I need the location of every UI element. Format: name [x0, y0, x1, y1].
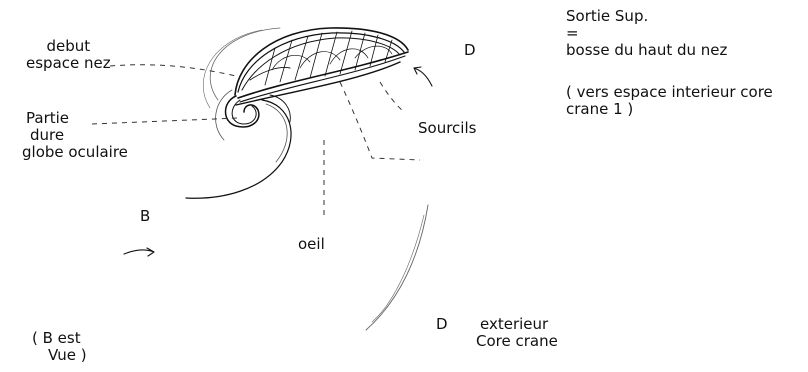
label-debut-line2: espace nez — [26, 55, 111, 72]
label-d-top: D — [464, 42, 476, 59]
curved-arrow-icon-bottom — [124, 248, 154, 256]
label-sortie-line2: = — [566, 25, 727, 42]
dashed-guides — [92, 65, 420, 215]
eye-spiral-sketch — [186, 90, 291, 198]
label-partie-line3: globe oculaire — [22, 144, 128, 161]
label-b-left: B — [140, 208, 150, 225]
label-oeil: oeil — [298, 236, 325, 253]
curved-arrow-icon-top — [414, 67, 432, 86]
label-sortie: Sortie Sup. = bosse du haut du nez — [566, 8, 727, 59]
label-exterieur: exterieur Core crane — [476, 316, 558, 350]
label-sortie-line3: bosse du haut du nez — [566, 42, 727, 59]
brow-ridge-sketch — [235, 28, 408, 105]
label-partie: Partie dure globe oculaire — [22, 110, 128, 161]
label-sourcils: Sourcils — [418, 120, 476, 137]
label-exterieur-line2: Core crane — [476, 333, 558, 350]
label-debut: debut espace nez — [26, 38, 111, 72]
label-debut-line1: debut — [26, 38, 111, 55]
label-d-bottom: D — [436, 316, 448, 333]
head-outline-sketch — [203, 28, 428, 330]
label-partie-line1: Partie — [22, 110, 128, 127]
label-vers-line2: crane 1 ) — [566, 101, 773, 118]
label-sortie-line1: Sortie Sup. — [566, 8, 727, 25]
label-exterieur-line1: exterieur — [476, 316, 558, 333]
label-b-est: ( B est Vue ) — [32, 330, 87, 364]
label-partie-line2: dure — [22, 127, 128, 144]
label-b-est-line1: ( B est — [32, 330, 87, 347]
label-vers: ( vers espace interieur core crane 1 ) — [566, 84, 773, 118]
label-vers-line1: ( vers espace interieur core — [566, 84, 773, 101]
label-b-est-line2: Vue ) — [32, 347, 87, 364]
